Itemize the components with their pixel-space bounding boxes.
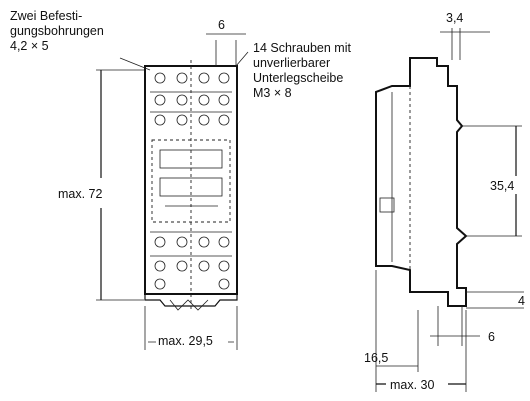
- screws-label-3: Unterlegscheibe: [253, 71, 343, 85]
- side-body-outline: [375, 57, 468, 307]
- mounting-holes-label-3: 4,2 × 5: [10, 39, 49, 53]
- side-depth-label: max. 30: [390, 378, 435, 392]
- front-foot-clip: [169, 299, 209, 311]
- screws-leader: [235, 51, 249, 67]
- screws-label-2: unverlierbarer: [253, 56, 330, 70]
- front-relay-label-1: [159, 149, 223, 169]
- front-terminal-rows-bottom: [150, 231, 232, 290]
- holes-leader: [119, 57, 151, 71]
- front-view: [96, 33, 249, 350]
- side-dim-right-label: 4: [518, 294, 525, 308]
- side-dim-top-label: 3,4: [446, 11, 463, 25]
- front-relay-area: [151, 139, 231, 223]
- front-dim-top-label: 6: [218, 18, 225, 32]
- front-height-label: max. 72: [58, 187, 103, 201]
- screws-label-4: M3 × 8: [253, 86, 292, 100]
- front-width-label: max. 29,5: [158, 334, 213, 348]
- screws-label-1: 14 Schrauben mit: [253, 41, 352, 55]
- side-offset-label: 16,5: [364, 351, 388, 365]
- side-detail: [379, 197, 395, 213]
- side-view: [375, 28, 524, 392]
- mounting-holes-label-1: Zwei Befesti-: [10, 9, 82, 23]
- mounting-holes-label-2: gungsbohrungen: [10, 24, 104, 38]
- side-dim-bottom-small-label: 6: [488, 330, 495, 344]
- front-relay-label-2: [159, 177, 223, 197]
- front-terminal-rows-top: [150, 72, 232, 126]
- side-rail-label: 35,4: [490, 179, 514, 193]
- front-foot: [144, 294, 238, 307]
